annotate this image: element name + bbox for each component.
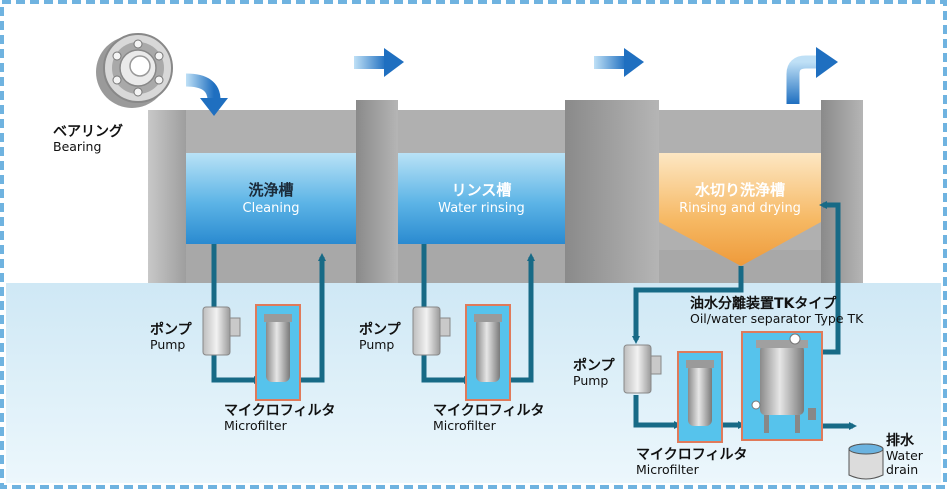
bearing-label-jp: ベアリング xyxy=(53,124,123,140)
drain-label-en-2: drain xyxy=(886,462,919,478)
pump-label-en: Pump xyxy=(150,337,186,353)
pump-label-jp: ポンプ xyxy=(150,322,192,338)
microfilter-1-label: マイクロフィルタ Microfilter xyxy=(224,403,335,433)
pump-1-label: ポンプ Pump xyxy=(150,322,192,352)
tank-label-en: Rinsing and drying xyxy=(679,201,801,217)
microfilter-3 xyxy=(677,351,723,443)
pump-2 xyxy=(412,306,451,356)
microfilter-label-jp: マイクロフィルタ xyxy=(636,447,748,463)
separator-label: 油水分離装置TKタイプ Oil/water separator Type TK xyxy=(690,296,863,326)
microfilter-label-en: Microfilter xyxy=(636,462,699,478)
drain-label-en-1: Water xyxy=(886,448,923,464)
tank-label-en: Cleaning xyxy=(242,201,300,217)
pump-1 xyxy=(202,306,241,356)
pump-3 xyxy=(623,344,662,394)
pump-2-label: ポンプ Pump xyxy=(359,322,401,352)
flow-arrow-2 xyxy=(354,48,404,77)
microfilter-2 xyxy=(465,304,511,401)
drain-label-jp: 排水 xyxy=(886,433,914,449)
separator-label-en: Oil/water separator Type TK xyxy=(690,311,864,327)
pump-label-jp: ポンプ xyxy=(573,358,615,374)
pump-label-jp: ポンプ xyxy=(359,322,401,338)
microfilter-label-en: Microfilter xyxy=(224,418,287,434)
flow-arrow-1 xyxy=(185,73,228,116)
tank-label-en: Water rinsing xyxy=(438,201,525,217)
bearing-icon xyxy=(96,33,173,108)
bearing-label: ベアリング Bearing xyxy=(53,124,123,154)
microfilter-label-jp: マイクロフィルタ xyxy=(224,403,336,419)
drying-tank xyxy=(659,153,821,266)
drain-label: 排水 Water drain xyxy=(886,433,923,478)
oil-water-separator xyxy=(741,331,823,441)
drain-icon xyxy=(848,443,884,480)
microfilter-2-label: マイクロフィルタ Microfilter xyxy=(433,403,544,433)
microfilter-3-label: マイクロフィルタ Microfilter xyxy=(636,447,747,477)
tank-label-jp: リンス槽 xyxy=(451,181,512,199)
tank-label-jp: 洗浄槽 xyxy=(248,181,294,199)
pump-label-en: Pump xyxy=(573,373,609,389)
rinsing-tank-label: リンス槽 Water rinsing xyxy=(398,180,565,218)
microfilter-label-jp: マイクロフィルタ xyxy=(433,403,545,419)
drying-tank-label: 水切り洗浄槽 Rinsing and drying xyxy=(659,180,821,218)
pump-3-label: ポンプ Pump xyxy=(573,358,615,388)
tank-label-jp: 水切り洗浄槽 xyxy=(694,181,785,199)
flow-arrow-3 xyxy=(594,48,644,77)
microfilter-1 xyxy=(255,304,301,401)
pump-label-en: Pump xyxy=(359,337,395,353)
bearing-label-en: Bearing xyxy=(53,139,102,155)
flow-arrow-4 xyxy=(786,47,838,104)
cleaning-tank-label: 洗浄槽 Cleaning xyxy=(186,180,356,218)
separator-label-jp: 油水分離装置TKタイプ xyxy=(690,296,837,312)
rinsing-tank xyxy=(398,153,565,244)
cleaning-tank xyxy=(186,153,356,244)
microfilter-label-en: Microfilter xyxy=(433,418,496,434)
